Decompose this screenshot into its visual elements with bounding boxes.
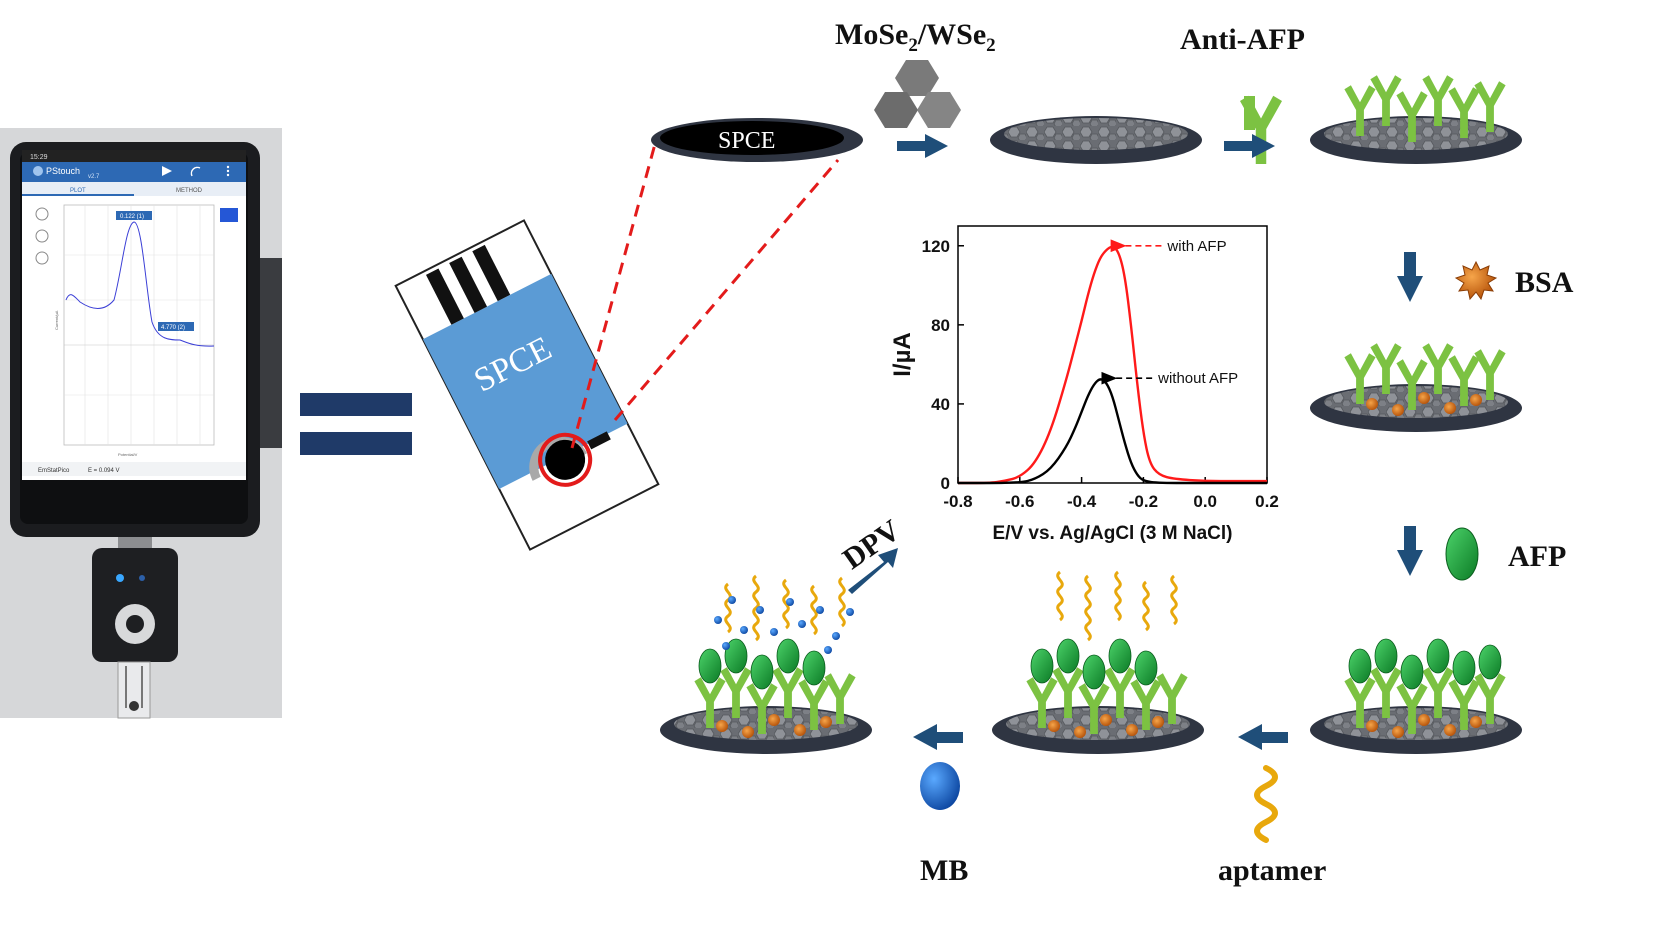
anti-afp-label: Anti-AFP xyxy=(1180,23,1305,56)
mb-icon xyxy=(920,762,960,810)
bsa-icon xyxy=(1454,260,1498,301)
arrow-dpv xyxy=(848,548,898,594)
step-bsa-blocked xyxy=(1310,343,1522,432)
x-tick-label: -0.4 xyxy=(1067,492,1097,511)
chart-x-axis-label: E/V vs. Ag/AgCl (3 M NaCl) xyxy=(993,523,1233,544)
series-line-with-afp xyxy=(957,245,1267,485)
phone-device-photo: 15:29 PStouch v2.7 PLOT METHOD xyxy=(0,128,282,719)
chart-plot-frame xyxy=(957,225,1268,484)
x-tick-label: 0.0 xyxy=(1193,492,1217,511)
phone-y-axis-label: Current/µA xyxy=(54,310,59,330)
legend-color-swatch[interactable] xyxy=(220,208,238,222)
status-time: 15:29 xyxy=(30,154,48,161)
tab-plot[interactable]: PLOT xyxy=(70,188,86,194)
tools-icon[interactable] xyxy=(35,229,49,243)
phone-plot: 0.122 (1) 4.770 (2) Current/µA Potential… xyxy=(54,204,215,457)
phone-x-axis-label: Potential/V xyxy=(118,452,138,457)
menu-icon[interactable] xyxy=(226,165,230,169)
arrow-step1 xyxy=(897,134,948,158)
y-tick-label: 80 xyxy=(931,316,950,335)
y-tick-label: 0 xyxy=(941,474,950,493)
aptamer-icon xyxy=(1254,765,1278,843)
anti-afp-antibody-icon xyxy=(1240,95,1282,164)
zoom-line-left xyxy=(570,143,657,449)
dpv-label: DPV xyxy=(837,513,907,576)
aptamer-label: aptamer xyxy=(1218,854,1326,887)
mose2-wse2-label: MoSe2/WSe2 xyxy=(835,18,996,56)
arrow-left-mb xyxy=(913,724,963,750)
chart-y-axis-label: I/µA xyxy=(889,332,916,377)
step-aptamer-bound xyxy=(992,570,1204,754)
spce-disk-label: SPCE xyxy=(718,128,775,154)
bsa-label: BSA xyxy=(1515,266,1574,299)
x-tick-label: -0.6 xyxy=(1005,492,1034,511)
step-mose2-modified xyxy=(990,116,1202,164)
dpv-chart: -0.8 -0.6 -0.4 -0.2 0.0 0.2 0 40 80 120 with AFP w… xyxy=(889,225,1279,544)
step-mb-labelled xyxy=(660,574,872,754)
x-tick-label: 0.2 xyxy=(1255,492,1279,511)
x-tick-label: -0.8 xyxy=(943,492,972,511)
x-tick-label: -0.2 xyxy=(1129,492,1158,511)
mose2-wse2-hexagons xyxy=(874,60,961,128)
peak-2-label: 4.770 (2) xyxy=(161,325,185,331)
annotation-label: without AFP xyxy=(1157,370,1238,387)
step-bare-spce: SPCE xyxy=(651,118,863,162)
play-icon[interactable] xyxy=(162,166,172,176)
peak-1-label: 0.122 (1) xyxy=(120,214,144,220)
mb-label: MB xyxy=(920,854,968,887)
device-label: EmStatPico xyxy=(38,468,70,474)
arrow-down-afp xyxy=(1397,526,1423,576)
wifi-icon[interactable] xyxy=(190,166,201,177)
app-version: v2.7 xyxy=(88,174,100,180)
tab-method[interactable]: METHOD xyxy=(176,188,203,194)
step-anti-afp-immobilized xyxy=(1310,75,1522,164)
equals-sign xyxy=(300,393,412,455)
y-tick-label: 40 xyxy=(931,395,950,414)
annotation-label: with AFP xyxy=(1166,238,1226,255)
spce-strip: SPCE xyxy=(394,219,660,551)
zoom-fit-icon[interactable] xyxy=(35,207,49,221)
arrow-down-bsa xyxy=(1397,252,1423,302)
arrow-left-aptamer xyxy=(1238,724,1288,750)
zoom-line-right xyxy=(613,159,840,421)
y-tick-label: 120 xyxy=(922,237,950,256)
app-logo-icon xyxy=(33,166,43,176)
afp-icon xyxy=(1445,527,1479,581)
peak-icon[interactable] xyxy=(35,251,49,265)
step-afp-captured xyxy=(1310,638,1522,754)
afp-label: AFP xyxy=(1508,540,1566,573)
app-name: PStouch xyxy=(46,166,80,176)
series-line-without-afp xyxy=(957,378,1267,485)
arrow-step2 xyxy=(1224,134,1275,158)
potential-readout: E = 0.094 V xyxy=(88,468,120,474)
